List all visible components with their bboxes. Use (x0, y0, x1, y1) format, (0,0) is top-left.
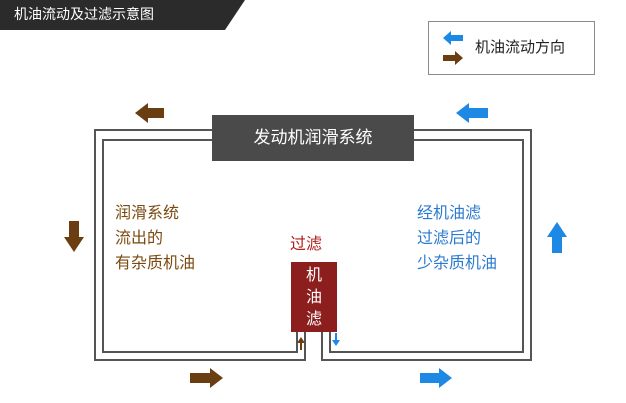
filter-char-3: 滤 (305, 309, 322, 328)
title-banner (0, 0, 245, 30)
clean-oil-pipe-inner (329, 139, 524, 353)
oil-filter-box: 机 油 滤 (291, 262, 337, 332)
clean-oil-line-3: 少杂质机油 (417, 253, 498, 272)
system-label: 发动机润滑系统 (212, 115, 414, 161)
double-arrow-icon (443, 31, 463, 65)
clean-flow-arrow-bottom (420, 368, 452, 388)
filter-char-1: 机 (305, 265, 322, 284)
clean-oil-line-2: 过滤后的 (417, 228, 482, 247)
clean-flow-arrow-right (547, 222, 567, 253)
clean-flow-arrow-small (332, 333, 340, 346)
dirty-oil-pipe-outer (94, 129, 306, 361)
dirty-oil-line-3: 有杂质机油 (115, 253, 196, 272)
dirty-flow-arrow-top (135, 103, 164, 123)
dirty-oil-line-2: 流出的 (115, 228, 164, 247)
diagram-title: 机油流动及过滤示意图 (14, 7, 154, 23)
clean-oil-pipe-outer (321, 129, 532, 361)
filter-label: 过滤 (290, 234, 323, 253)
clean-oil-line-1: 经机油滤 (417, 203, 482, 222)
filter-char-2: 油 (305, 287, 322, 306)
dirty-oil-pipe-inner (102, 139, 298, 353)
dirty-oil-description: 润滑系统 流出的 有杂质机油 (115, 200, 195, 275)
legend-box (428, 21, 595, 75)
dirty-flow-arrow-left (64, 221, 84, 252)
clean-oil-description: 经机油滤 过滤后的 少杂质机油 (417, 200, 497, 275)
clean-flow-arrow-top (456, 103, 488, 123)
dirty-oil-line-1: 润滑系统 (115, 203, 180, 222)
dirty-flow-arrow-bottom (190, 368, 223, 388)
legend-label: 机油流动方向 (475, 38, 566, 56)
dirty-flow-arrow-small (297, 337, 305, 350)
